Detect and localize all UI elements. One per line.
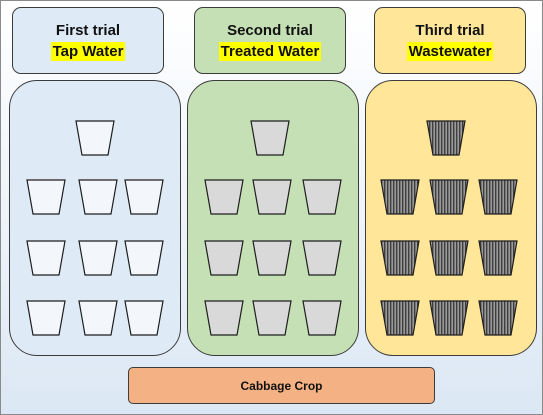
trial-2-pot-8 [204,300,244,336]
trial-3-pot-3 [429,179,469,215]
trial-3-pot-9 [429,300,469,336]
trial-3-pot-5 [380,240,420,276]
trial-3-pot-7 [478,240,518,276]
trial-2-pot-7 [302,240,342,276]
trial-1-pot-6 [78,240,118,276]
trial-1-pot-5 [26,240,66,276]
trial-3-pot-4 [478,179,518,215]
trial-3-pot-6 [429,240,469,276]
trial-2-pot-4 [302,179,342,215]
trial-2-header: Second trial Treated Water [194,7,346,74]
trial-3-pot-10 [478,300,518,336]
trial-1-pot-10 [124,300,164,336]
trial-1-water-type: Tap Water [50,41,126,61]
trial-3-pot-8 [380,300,420,336]
trial-3-header: Third trial Wastewater [374,7,526,74]
trial-1-header: First trial Tap Water [12,7,164,74]
trial-1-pot-1 [75,120,115,156]
trial-1-pot-3 [78,179,118,215]
trial-3-pot-1 [426,120,466,156]
trial-3-water-type: Wastewater [406,41,494,61]
trial-2-pot-1 [250,120,290,156]
trial-1-pot-8 [26,300,66,336]
trial-3-title: Third trial [415,21,485,39]
trial-2-pot-6 [252,240,292,276]
trial-1-pot-7 [124,240,164,276]
trial-1-title: First trial [55,21,121,39]
cabbage-crop-bar: Cabbage Crop [128,367,435,404]
trial-2-water-type: Treated Water [218,41,322,61]
trial-2-pot-2 [204,179,244,215]
crop-label: Cabbage Crop [240,378,323,393]
trial-2-title: Second trial [227,21,313,39]
trial-2-pot-3 [252,179,292,215]
trial-1-pot-2 [26,179,66,215]
trial-2-pot-10 [302,300,342,336]
trial-1-pot-9 [78,300,118,336]
trial-1-pot-4 [124,179,164,215]
trial-2-pot-5 [204,240,244,276]
trial-2-pot-9 [252,300,292,336]
trial-3-pot-2 [380,179,420,215]
